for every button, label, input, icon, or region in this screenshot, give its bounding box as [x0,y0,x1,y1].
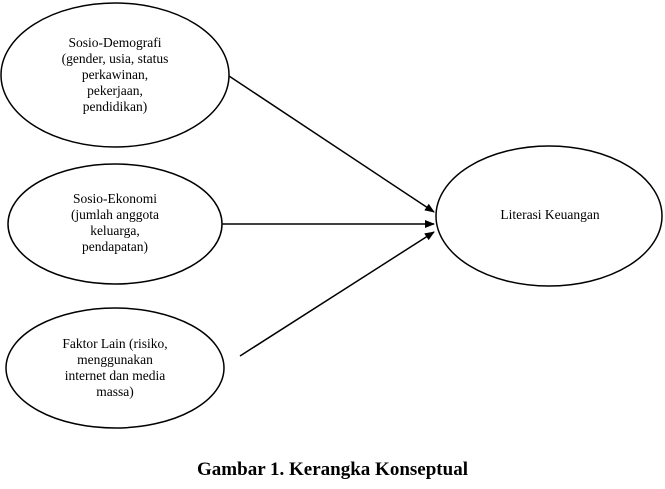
node-label-literasi-keuangan: Literasi Keuangan [500,207,600,222]
node-label-faktor-lain: Faktor Lain (risiko, menggunakan interne… [62,336,168,399]
figure-caption: Gambar 1. Kerangka Konseptual [197,459,468,480]
node-label-sosio-demografi: Sosio-Demografi (gender, usia, status pe… [61,35,169,114]
node-literasi-keuangan [435,145,663,287]
node-label-sosio-ekonomi: Sosio-Ekonomi (jumlah anggota keluarga, … [70,191,160,254]
node-sosio-demografi [0,2,230,148]
node-faktor-lain [5,307,225,429]
arrow-lain-to-literasi [239,231,435,357]
arrow-demografi-to-literasi [228,75,435,213]
